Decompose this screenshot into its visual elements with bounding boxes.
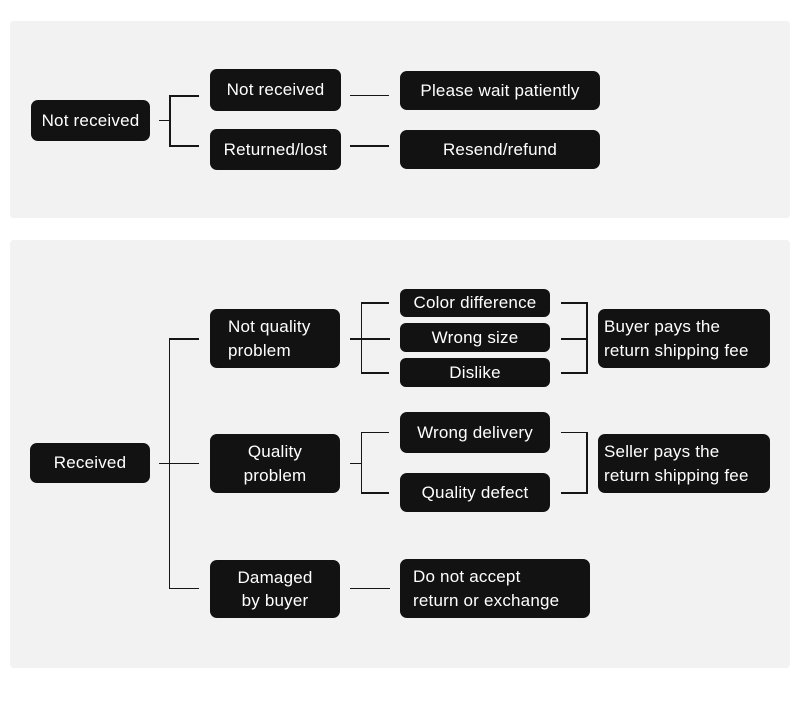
connector-line [168,338,171,589]
node-not-received-root: Not received [31,100,150,141]
connector-line [560,492,588,494]
connector-line [360,492,389,494]
connector-line [360,431,389,434]
node-seller-pays-return-fee: Seller pays the return shipping fee [598,434,770,493]
connector-line [360,372,389,374]
connector-line [350,94,389,97]
node-wrong-size: Wrong size [400,323,550,352]
node-returned-lost: Returned/lost [210,129,341,170]
connector-line [169,145,199,147]
node-please-wait-patiently: Please wait patiently [400,71,600,110]
node-color-difference: Color difference [400,289,550,317]
node-wrong-delivery: Wrong delivery [400,412,550,453]
node-not-quality-problem: Not quality problem [210,309,340,368]
connector-line [586,302,588,374]
connector-line [560,338,588,340]
connector-line [168,587,199,590]
node-quality-problem: Quality problem [210,434,340,493]
node-damaged-by-buyer: Damaged by buyer [210,560,340,618]
connector-line [159,462,199,465]
connector-line [169,95,199,97]
connector-line [560,431,588,434]
node-received-root: Received [30,443,150,483]
node-no-return-or-exchange: Do not accept return or exchange [400,559,590,618]
node-buyer-pays-return-fee: Buyer pays the return shipping fee [598,309,770,368]
connector-line [586,431,588,494]
connector-line [350,587,390,590]
connector-line [560,302,588,304]
node-resend-refund: Resend/refund [400,130,600,169]
connector-line [360,302,389,304]
connector-line [159,119,170,122]
connector-line [350,338,390,340]
connector-line [350,462,362,465]
node-quality-defect: Quality defect [400,473,550,512]
connector-line [560,372,588,374]
connector-line [360,302,363,374]
connector-line [360,431,363,494]
connector-line [168,338,199,340]
connector-line [169,95,171,147]
node-not-received: Not received [210,69,341,111]
node-dislike: Dislike [400,358,550,387]
connector-line [350,145,389,147]
